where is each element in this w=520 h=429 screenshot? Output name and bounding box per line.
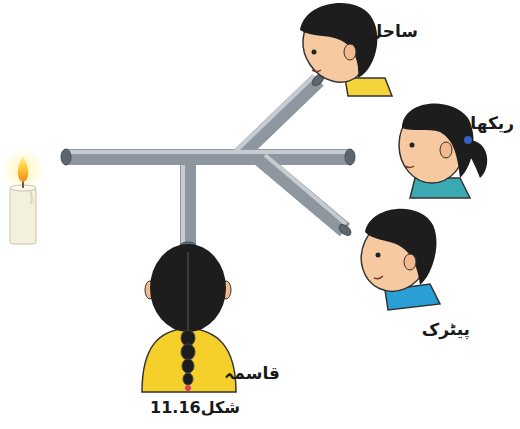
name-label: ساحل — [367, 20, 418, 42]
girl-qasima — [142, 244, 236, 392]
name-label: ریکھا — [470, 112, 514, 134]
boy-patrick — [349, 208, 440, 310]
figure-caption: شکل11.16 — [150, 398, 240, 419]
boy-sahil — [290, 1, 392, 96]
candle — [1, 148, 45, 244]
name-label: قاسمہ — [224, 362, 280, 384]
name-label: پیٹرک — [422, 318, 470, 340]
pipes — [61, 72, 355, 250]
